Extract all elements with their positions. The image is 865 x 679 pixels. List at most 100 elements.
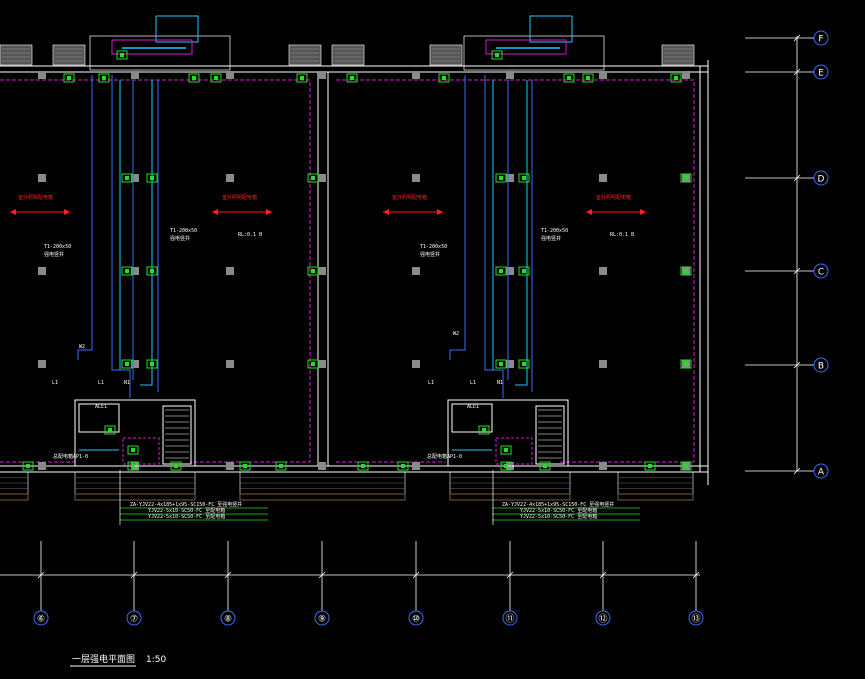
step-edge <box>617 493 694 501</box>
step-edge <box>449 493 571 501</box>
arrow-head <box>10 209 16 215</box>
electrical-device <box>518 266 530 276</box>
column <box>682 71 690 79</box>
electrical-device <box>296 73 308 83</box>
electrical-device <box>680 173 692 183</box>
axis-bubble <box>813 170 829 186</box>
column <box>318 71 326 79</box>
electrical-device <box>478 425 490 435</box>
entrance-porch <box>529 15 573 43</box>
column <box>506 360 514 368</box>
arrow-head <box>586 209 592 215</box>
electrical-device <box>495 359 507 369</box>
column <box>318 462 326 470</box>
entrance-canopy <box>429 44 463 66</box>
axis-bubble <box>502 610 518 626</box>
device-core <box>300 76 304 80</box>
distribution-room <box>495 437 533 465</box>
axis-bubble <box>813 30 829 46</box>
electrical-device <box>210 73 222 83</box>
column <box>226 360 234 368</box>
tray-label-3: T1-200x50 <box>420 244 447 250</box>
column <box>506 174 514 182</box>
device-core <box>401 464 405 468</box>
vestibule <box>463 35 605 71</box>
axis-bubble <box>813 64 829 80</box>
electrical-device <box>680 266 692 276</box>
column <box>318 267 326 275</box>
axis-label: F <box>818 35 823 45</box>
electrical-device <box>500 445 512 455</box>
cable-n1-a: N1 <box>124 380 130 386</box>
column <box>412 174 420 182</box>
electrical-device <box>346 73 358 83</box>
electrical-device <box>644 461 656 471</box>
column <box>412 360 420 368</box>
electrical-device <box>397 461 409 471</box>
device-core <box>150 269 154 273</box>
dimension-slash <box>793 174 801 182</box>
electrical-device <box>518 173 530 183</box>
device-core <box>125 362 129 366</box>
electrical-device <box>127 461 139 471</box>
room-label-2: RL:0.1 B <box>610 232 634 238</box>
electrical-device <box>500 461 512 471</box>
electrical-device <box>491 50 503 60</box>
device-core <box>192 76 196 80</box>
electrical-device <box>146 266 158 276</box>
entrance-porch <box>155 15 199 43</box>
panel-label-a: 总配电箱AP1-0 <box>53 453 88 460</box>
electrical-device <box>563 73 575 83</box>
device-core <box>495 53 499 57</box>
axis-label: ⑥ <box>37 615 45 625</box>
dimension-slash <box>793 361 801 369</box>
device-core <box>102 76 106 80</box>
feeder-3-b: YJV22-5x10-SC50-FC 至配电箱 <box>520 513 597 520</box>
shopfront-steps <box>0 471 694 501</box>
arrow-head <box>437 209 443 215</box>
dimension-slash <box>793 34 801 42</box>
electrical-device <box>239 461 251 471</box>
column <box>318 360 326 368</box>
device-core <box>120 53 124 57</box>
device-core <box>543 464 547 468</box>
electrical-device <box>104 425 116 435</box>
dimension-slash <box>506 571 514 579</box>
feeder-notes: ZA-YJV22-4x185+1x95-SC150-FC 至强电竖井 YJV22… <box>119 470 640 525</box>
device-core <box>125 269 129 273</box>
dimension-slash <box>793 68 801 76</box>
axis-label: E <box>818 69 824 79</box>
column <box>412 267 420 275</box>
device-core <box>522 176 526 180</box>
electrical-device <box>680 359 692 369</box>
device-core <box>684 176 688 180</box>
box-label-a: ALE1 <box>95 404 107 410</box>
device-core <box>504 464 508 468</box>
column <box>506 267 514 275</box>
column <box>38 462 46 470</box>
electrical-device <box>121 173 133 183</box>
electrical-device <box>116 50 128 60</box>
axis-bubble <box>33 610 49 626</box>
feeder-2-b: YJV22-5x10-SC50-FC 至配电箱 <box>520 507 597 514</box>
column <box>226 71 234 79</box>
electrical-device <box>307 173 319 183</box>
dimension-slash <box>37 571 45 579</box>
device-core <box>442 76 446 80</box>
electrical-device <box>307 266 319 276</box>
electrical-devices <box>10 50 692 471</box>
porch-wiring <box>111 39 193 55</box>
dimension-slash <box>692 571 700 579</box>
riser-label-3: 强电竖井 <box>420 251 440 258</box>
tray-label-1: T1-200x50 <box>44 244 71 250</box>
column <box>318 174 326 182</box>
column <box>599 267 607 275</box>
entrance-canopy <box>661 44 695 66</box>
axis-label: A <box>818 468 825 478</box>
electrical-device <box>127 445 139 455</box>
note-red-4: 室外照明配电箱 <box>596 194 631 201</box>
dimension-slash <box>318 571 326 579</box>
